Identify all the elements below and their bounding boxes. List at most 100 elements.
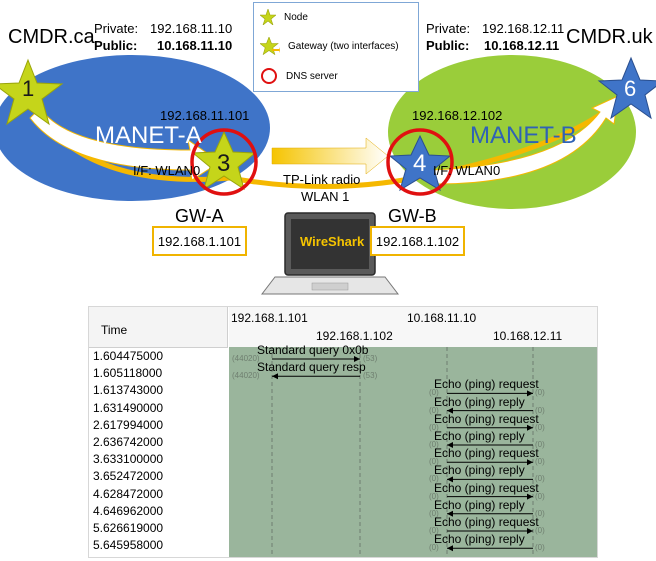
port-label: (53): [363, 354, 378, 363]
time-row[interactable]: 3.633100000: [93, 452, 164, 467]
gw-a-ip-box: 192.168.1.101: [152, 226, 247, 256]
node-4-label: 4: [413, 150, 427, 177]
time-header: Time: [89, 307, 228, 348]
host-label-gw-a: 192.168.1.101: [231, 311, 308, 325]
port-label: (0): [535, 474, 545, 484]
legend-gateway-label: Gateway (two interfaces): [288, 40, 399, 52]
laptop-icon: [260, 212, 400, 295]
flow-message[interactable]: Echo (ping) reply: [434, 394, 525, 409]
left-public-label: Public:: [94, 38, 138, 53]
radio-sub-label: WLAN 1: [301, 189, 350, 204]
flow-arrowhead: [527, 493, 533, 500]
host-label-cmdr-ca: 10.168.11.10: [407, 311, 477, 325]
port-label: (0): [535, 526, 545, 535]
port-label: (0): [535, 457, 545, 467]
port-label: (0): [535, 422, 545, 432]
flow-arrowhead: [272, 373, 278, 380]
flow-message[interactable]: Standard query resp: [257, 360, 366, 375]
flow-message[interactable]: Echo (ping) request: [434, 515, 539, 529]
time-row[interactable]: 5.626619000: [93, 521, 164, 535]
time-row[interactable]: 1.613743000: [93, 383, 164, 398]
left-private-ip: 192.168.11.10: [150, 21, 233, 36]
gw-b-interface: I/F: WLAN0: [433, 163, 501, 178]
right-private-ip: 192.168.12.11: [482, 21, 565, 36]
port-label: (0): [535, 508, 545, 518]
port-label: (0): [429, 405, 439, 415]
time-row[interactable]: 1.605118000: [93, 366, 163, 381]
legend-node-label: Node: [284, 11, 308, 23]
time-column: Time 1.604475000 1.605118000 1.613743000 1.…: [89, 307, 229, 557]
time-header-label: Time: [101, 323, 128, 337]
flow-arrowhead: [447, 545, 453, 552]
network-diagram: [0, 55, 656, 295]
port-label: (0): [535, 440, 545, 449]
node-3-star-icon: [191, 130, 257, 191]
flow-message[interactable]: Echo (ping) request: [434, 411, 539, 426]
flow-arrowhead: [527, 424, 533, 431]
flow-message[interactable]: Echo (ping) reply: [434, 463, 525, 478]
left-site-name: CMDR.ca: [8, 26, 95, 48]
flow-message[interactable]: Standard query 0x0b: [257, 343, 369, 357]
flow-area: Standard query 0x0b(44020)(53)Standard q…: [229, 343, 597, 557]
radio-label: TP-Link radio: [283, 172, 361, 187]
manet-b-label: MANET-B: [470, 122, 577, 149]
port-label: (0): [535, 388, 545, 398]
flow-message[interactable]: Echo (ping) request: [434, 377, 539, 392]
time-row[interactable]: 3.652472000: [93, 469, 164, 484]
flow-arrowhead: [354, 356, 360, 362]
time-row[interactable]: 1.631490000: [93, 400, 164, 415]
port-label: (44020): [232, 354, 260, 363]
gw-a-ip-internal: 192.168.11.101: [160, 108, 250, 123]
flow-arrowhead: [447, 510, 453, 517]
right-private-label: Private:: [426, 21, 471, 36]
port-label: (44020): [232, 371, 260, 381]
node-6-star-icon: [597, 56, 656, 120]
flow-arrowhead: [447, 407, 453, 414]
host-label-gw-b: 192.168.1.102: [316, 329, 393, 343]
flow-arrowhead: [447, 442, 453, 448]
time-row[interactable]: 1.604475000: [93, 349, 164, 363]
node-1-star-icon: [0, 58, 64, 126]
node-4-star-icon: [388, 134, 452, 192]
flow-arrowhead: [527, 528, 533, 534]
legend-gateway: Gateway (two interfaces): [260, 37, 399, 55]
wireshark-flow-panel: Time 1.604475000 1.605118000 1.613743000 1.…: [88, 306, 598, 558]
gw-b-ip-internal: 192.168.12.102: [412, 108, 503, 123]
time-row[interactable]: 4.628472000: [93, 486, 164, 501]
port-label: (0): [429, 526, 439, 535]
port-label: (0): [429, 508, 439, 518]
node-star-icon: [260, 9, 276, 25]
time-row[interactable]: 2.617994000: [93, 417, 164, 432]
port-label: (0): [535, 491, 545, 501]
time-row[interactable]: 5.645958000: [93, 538, 164, 553]
legend: Node Gateway (two interfaces) DNS server: [253, 2, 419, 92]
port-label: (0): [429, 457, 439, 467]
flow-message[interactable]: Echo (ping) reply: [434, 532, 525, 547]
dns-ring-icon: [261, 68, 277, 84]
gw-a-label: GW-A: [175, 206, 224, 226]
flow-message[interactable]: Echo (ping) request: [434, 446, 539, 461]
host-label-cmdr-uk: 10.168.12.11: [493, 329, 563, 343]
port-label: (0): [535, 543, 545, 553]
manet-a-label: MANET-A: [95, 122, 202, 149]
time-row[interactable]: 4.646962000: [93, 503, 164, 518]
flow-arrowhead: [447, 476, 453, 483]
legend-dns: DNS server: [260, 67, 338, 85]
dns-ring-gw-a: [190, 128, 258, 196]
right-public-label: Public:: [426, 38, 470, 53]
gateway-arrow: [271, 137, 389, 175]
node-1-label: 1: [22, 76, 35, 101]
legend-node: Node: [260, 9, 308, 25]
port-label: (0): [429, 543, 439, 553]
gw-b-ip-box: 192.168.1.102: [370, 226, 465, 256]
node-6-label: 6: [624, 76, 637, 101]
flow-graph: [271, 347, 534, 557]
right-site-name: CMDR.uk: [566, 26, 653, 48]
flow-message[interactable]: Echo (ping) reply: [434, 429, 525, 443]
flow-arrowhead: [527, 390, 533, 397]
flow-message[interactable]: Echo (ping) request: [434, 480, 539, 495]
time-row[interactable]: 2.636742000: [93, 435, 164, 449]
port-label: (0): [535, 405, 545, 415]
flow-message[interactable]: Echo (ping) reply: [434, 497, 525, 512]
port-label: (53): [363, 371, 378, 381]
